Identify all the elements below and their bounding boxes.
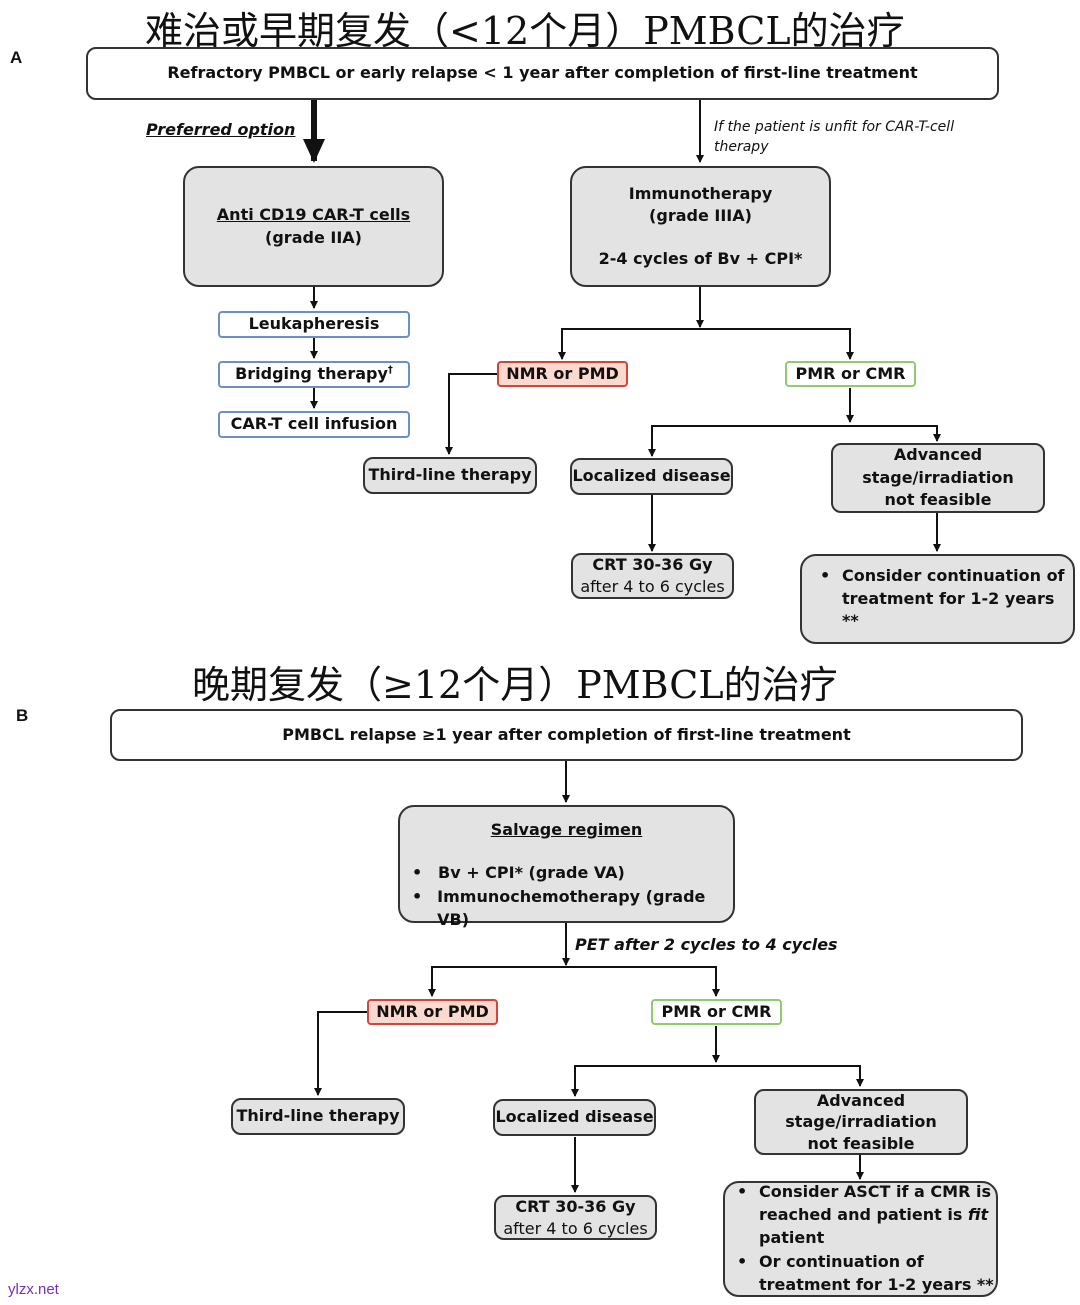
pmr-cmr-label-b: PMR or CMR <box>661 1001 772 1021</box>
watermark: ylzx.net <box>8 1281 59 1298</box>
unfit-note: If the patient is unfit for CAR-T-cell t… <box>714 119 955 155</box>
bridging-therapy-label: Bridging therapy <box>235 364 388 384</box>
nmr-to-third-a <box>445 373 497 455</box>
consider-item-1-b: Consider ASCT if a CMR is reached and pa… <box>759 1181 996 1249</box>
third-line-label-a: Third-line therapy <box>368 465 532 485</box>
immunotherapy-cycles: 2-4 cycles of Bv + CPI* <box>598 248 803 268</box>
pet-note: PET after 2 cycles to 4 cycles <box>575 935 838 954</box>
pmr-cmr-box-a: PMR or CMR <box>785 361 916 387</box>
nmr-pmd-box-b: NMR or PMD <box>367 999 498 1025</box>
localized-box-a: Localized disease <box>570 458 733 495</box>
bottom-title: 晚期复发（≥12个月）PMBCL的治疗 <box>192 663 838 707</box>
split-pmr-a <box>651 425 938 456</box>
salvage-item-2: Immunochemotherapy (grade VB) <box>437 886 706 929</box>
split-pmr-b <box>574 1065 861 1096</box>
nmr-pmd-label-a: NMR or PMD <box>506 363 619 383</box>
localized-label-a: Localized disease <box>572 466 731 486</box>
top-title: 难治或早期复发（<12个月）PMBCL的治疗 <box>145 9 905 53</box>
bullet-icon: • <box>412 886 423 906</box>
car-t-grade: (grade IIA) <box>265 227 362 247</box>
pmr-cmr-box-b: PMR or CMR <box>651 999 782 1025</box>
salvage-box: Salvage regimen • Bv + CPI* (grade VA) • I… <box>398 805 735 929</box>
pmr-cmr-label-a: PMR or CMR <box>795 363 906 383</box>
bridging-dagger: † <box>387 364 393 376</box>
bullet-icon: • <box>737 1252 748 1272</box>
advanced-box-a: Advanced stage/irradiation not feasible <box>831 443 1045 513</box>
third-line-label-b: Third-line therapy <box>236 1106 400 1126</box>
salvage-item-1: Bv + CPI* (grade VA) <box>438 863 625 883</box>
nmr-pmd-label-b: NMR or PMD <box>376 1001 489 1021</box>
car-t-infusion-box: CAR-T cell infusion <box>218 411 410 438</box>
panel-b-header-text: PMBCL relapse ≥1 year after completion o… <box>282 724 851 744</box>
crt-box-b: CRT 30-36 Gy after 4 to 6 cycles <box>494 1195 657 1240</box>
panel-a-label: A <box>10 48 23 67</box>
bridging-therapy-box: Bridging therapy† <box>218 361 410 388</box>
immunotherapy-grade: (grade IIIA) <box>649 206 752 226</box>
crt-title-b: CRT 30-36 Gy <box>515 1196 636 1216</box>
crt-sub-a: after 4 to 6 cycles <box>580 577 725 596</box>
consider-item-2-b: Or continuation of treatment for 1-2 yea… <box>759 1252 994 1295</box>
consider-item-1-fit: fit <box>967 1204 989 1224</box>
split-a-line <box>561 328 851 358</box>
advanced-label-b: Advanced stage/irradiation not feasible <box>785 1090 937 1153</box>
nmr-to-third-b <box>314 1011 367 1096</box>
localized-label-b: Localized disease <box>495 1107 654 1127</box>
consider-item-1-text-b: patient <box>759 1227 825 1247</box>
immunotherapy-box: Immunotherapy (grade IIIA) 2-4 cycles of… <box>570 166 831 287</box>
consider-box-b: • Consider ASCT if a CMR is reached and p… <box>723 1181 998 1297</box>
leukapheresis-box: Leukapheresis <box>218 311 410 338</box>
third-line-box-a: Third-line therapy <box>363 457 537 494</box>
advanced-box-b: Advanced stage/irradiation not feasible <box>754 1089 968 1155</box>
localized-box-b: Localized disease <box>493 1099 656 1136</box>
bullet-icon: • <box>820 566 831 586</box>
car-t-box: Anti CD19 CAR-T cells (grade IIA) <box>183 166 444 287</box>
leukapheresis-label: Leukapheresis <box>248 314 380 334</box>
crt-title-a: CRT 30-36 Gy <box>592 555 713 575</box>
salvage-title: Salvage regimen <box>490 820 643 839</box>
consider-text-a: Consider continuation of treatment for 1… <box>842 566 1065 631</box>
car-t-title: Anti CD19 CAR-T cells <box>216 205 411 225</box>
nmr-pmd-box-a: NMR or PMD <box>497 361 628 387</box>
consider-item-1-text-a: Consider ASCT if a CMR is reached and pa… <box>759 1182 991 1224</box>
car-t-infusion-label: CAR-T cell infusion <box>230 414 398 434</box>
immunotherapy-title: Immunotherapy <box>628 183 773 203</box>
crt-box-a: CRT 30-36 Gy after 4 to 6 cycles <box>571 553 734 599</box>
consider-box-a: • Consider continuation of treatment for … <box>800 554 1075 644</box>
panel-b-label: B <box>16 706 29 725</box>
third-line-box-b: Third-line therapy <box>231 1098 405 1135</box>
bullet-icon: • <box>737 1182 748 1202</box>
bullet-icon: • <box>412 863 423 883</box>
panel-a-header-text: Refractory PMBCL or early relapse < 1 ye… <box>167 63 918 83</box>
panel-a-header: Refractory PMBCL or early relapse < 1 ye… <box>86 47 999 100</box>
preferred-option-label: Preferred option <box>146 120 296 139</box>
advanced-label-a: Advanced stage/irradiation not feasible <box>862 445 1014 510</box>
panel-b-header: PMBCL relapse ≥1 year after completion o… <box>110 709 1023 761</box>
crt-sub-b: after 4 to 6 cycles <box>503 1218 648 1238</box>
split-b-line <box>431 966 717 996</box>
